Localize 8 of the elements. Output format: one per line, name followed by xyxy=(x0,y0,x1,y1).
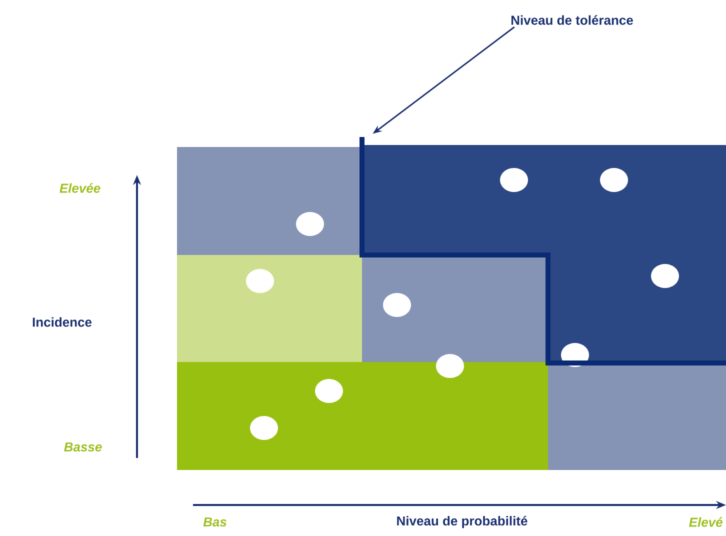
axis-label: Incidence xyxy=(32,317,92,327)
callout-text: Niveau de tolérance xyxy=(511,15,633,25)
axis-label: Elevée xyxy=(60,183,100,193)
axis-label: Basse xyxy=(64,442,102,452)
tolerance-line xyxy=(360,137,726,366)
axis-label: Bas xyxy=(203,517,226,527)
axis-label: Elevé xyxy=(689,517,722,527)
axis-label: Niveau de probabilité xyxy=(397,516,528,528)
